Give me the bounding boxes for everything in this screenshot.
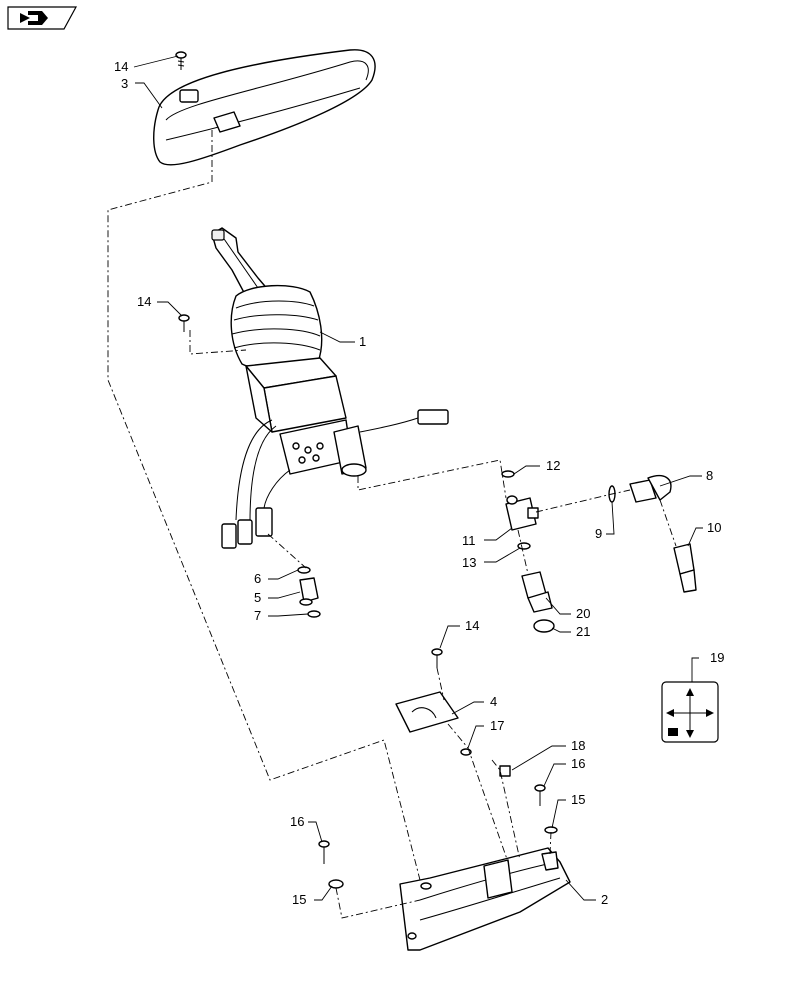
o-ring-13 bbox=[517, 542, 531, 550]
callout-14: 14 bbox=[137, 294, 151, 309]
screw-14-lower bbox=[431, 648, 443, 668]
fitting-5 bbox=[299, 577, 319, 606]
callout-7: 7 bbox=[254, 608, 261, 623]
callout-16: 16 bbox=[571, 756, 585, 771]
callout-19: 19 bbox=[710, 650, 724, 665]
screw-16-right bbox=[534, 784, 546, 806]
armrest-cover bbox=[153, 49, 376, 166]
callout-2: 2 bbox=[601, 892, 608, 907]
callout-12: 12 bbox=[546, 458, 560, 473]
screw-14-joystick bbox=[178, 314, 190, 332]
joystick-assembly bbox=[211, 227, 449, 549]
callout-labels: 14 3 14 1 12 8 9 10 11 13 6 5 7 20 21 14… bbox=[114, 59, 724, 907]
leader-lines bbox=[133, 55, 703, 901]
callout-17: 17 bbox=[490, 718, 504, 733]
callout-5: 5 bbox=[254, 590, 261, 605]
callout-16: 16 bbox=[290, 814, 304, 829]
o-ring-12 bbox=[501, 470, 515, 478]
callout-10: 10 bbox=[707, 520, 721, 535]
callout-8: 8 bbox=[706, 468, 713, 483]
callout-6: 6 bbox=[254, 571, 261, 586]
support-bracket-2 bbox=[399, 847, 571, 951]
callout-11: 11 bbox=[462, 533, 476, 548]
callout-9: 9 bbox=[595, 526, 602, 541]
elbow-fitting-20 bbox=[521, 571, 553, 613]
o-ring-7 bbox=[307, 610, 321, 618]
assembly-centerlines bbox=[107, 130, 677, 919]
callout-18: 18 bbox=[571, 738, 585, 753]
bracket-4 bbox=[395, 691, 459, 733]
elbow-fitting-8 bbox=[629, 474, 672, 503]
nut-18 bbox=[499, 765, 511, 777]
callout-15: 15 bbox=[571, 792, 585, 807]
callout-14: 14 bbox=[465, 618, 479, 633]
callout-21: 21 bbox=[576, 624, 590, 639]
o-ring-6 bbox=[297, 566, 311, 574]
joystick-pattern-decal-icon bbox=[661, 681, 719, 743]
callout-13: 13 bbox=[462, 555, 476, 570]
callout-3: 3 bbox=[121, 76, 128, 91]
next-page-arrow-icon[interactable] bbox=[7, 6, 78, 30]
callout-20: 20 bbox=[576, 606, 590, 621]
callout-1: 1 bbox=[359, 334, 366, 349]
screw-14-top bbox=[175, 51, 187, 70]
fitting-11 bbox=[505, 495, 539, 531]
o-ring-21 bbox=[533, 619, 555, 633]
screw-16-left bbox=[318, 840, 330, 864]
adapter-10 bbox=[673, 543, 697, 593]
callout-14: 14 bbox=[114, 59, 128, 74]
callout-15: 15 bbox=[292, 892, 306, 907]
callout-4: 4 bbox=[490, 694, 497, 709]
